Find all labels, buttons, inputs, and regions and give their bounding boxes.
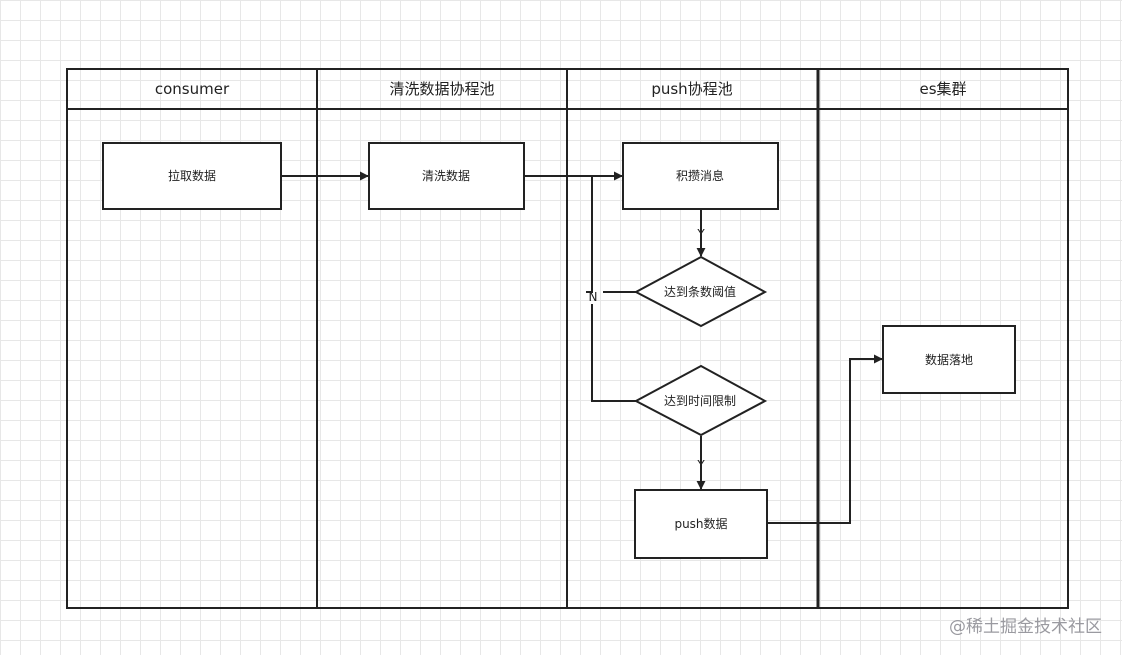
edge-label-yes-2: Y: [696, 458, 705, 472]
edge-labels: Y N Y: [589, 227, 706, 472]
node-data-landing: 数据落地: [882, 325, 1016, 394]
lane-headers: consumer 清洗数据协程池 push协程池 es集群: [155, 80, 967, 98]
node-data-landing-shape: [882, 325, 1016, 394]
node-count-threshold-shape: [633, 255, 768, 328]
node-accumulate-messages: 积攒消息: [622, 142, 779, 210]
node-clean-data: 清洗数据: [368, 142, 525, 210]
connectors: [281, 171, 883, 524]
node-push-data-shape: [634, 489, 768, 559]
lane-title-clean-pool: 清洗数据协程池: [389, 80, 494, 98]
node-time-limit-label: 达到时间限制: [664, 394, 736, 408]
node-push-data-label: push数据: [674, 516, 727, 531]
node-count-threshold: 达到条数阈值: [633, 255, 768, 328]
node-clean-data-label: 清洗数据: [422, 168, 470, 183]
node-pull-data: 拉取数据: [102, 142, 282, 210]
node-pull-data-label: 拉取数据: [168, 168, 216, 183]
node-push-data: push数据: [634, 489, 768, 559]
node-pull-data-shape: [102, 142, 282, 210]
lane-title-push-pool: push协程池: [651, 80, 732, 98]
edge-count-no-loop: [586, 176, 636, 293]
nodes: 拉取数据 清洗数据 积攒消息 达到条数阈值 达到时间限制 push数据 数据落地: [102, 142, 1016, 559]
node-data-landing-label: 数据落地: [925, 352, 973, 367]
node-count-threshold-label: 达到条数阈值: [664, 284, 736, 299]
node-accumulate-messages-shape: [622, 142, 779, 210]
edge-time-loop: [591, 304, 636, 402]
node-accumulate-messages-label: 积攒消息: [676, 168, 724, 183]
edge-push-to-landing: [767, 354, 883, 524]
watermark: @稀土掘金技术社区: [949, 617, 1102, 637]
edge-label-yes-1: Y: [696, 227, 705, 241]
lane-title-consumer: consumer: [155, 80, 230, 98]
edge-label-no: N: [589, 290, 598, 304]
node-time-limit: 达到时间限制: [633, 364, 768, 437]
swimlane-pool: [66, 68, 1069, 609]
lane-title-es-cluster: es集群: [919, 80, 966, 98]
node-clean-data-shape: [368, 142, 525, 210]
node-time-limit-shape: [633, 364, 768, 437]
